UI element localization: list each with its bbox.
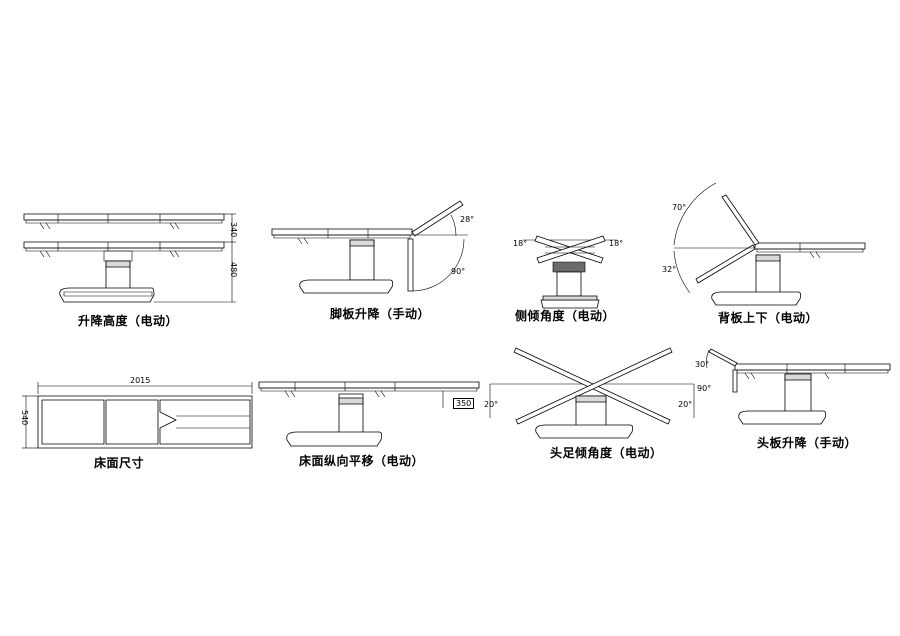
lateral-angle-right: 18° [609,239,624,248]
lift-diagram [20,200,250,340]
lift-dim-480: 480 [229,262,238,278]
size-caption: 床面尺寸 [94,456,145,470]
trend-angle-left: 20° [484,400,499,409]
lateral-tilt-diagram [505,210,635,335]
lateral-caption: 侧倾角度（电动） [515,309,616,323]
leg-plate-diagram [268,195,488,335]
panel-table-size: 2015 540 床面尺寸 [20,372,260,472]
back-angle-70: 70° [672,203,687,212]
panel-head-plate: 30° 90° 头板升降（手动） [695,348,895,468]
size-width: 540 [20,410,29,426]
head-caption: 头板升降（手动） [757,436,858,450]
size-length: 2015 [130,376,151,385]
lift-dim-340: 340 [229,222,238,238]
lateral-angle-left: 18° [513,239,528,248]
trend-diagram [480,340,705,465]
trend-angle-right: 20° [678,400,693,409]
slide-caption: 床面纵向平移（电动） [299,454,425,468]
panel-back-plate: 70° 32° 背板上下（电动） [660,175,870,335]
back-plate-diagram [660,175,870,335]
slide-diagram [255,378,485,478]
lift-caption: 升降高度（电动） [78,314,179,328]
back-angle-32: 32° [662,265,677,274]
panel-longitudinal-slide: 350 床面纵向平移（电动） [255,378,485,478]
panel-lateral-tilt: 18° 18° 侧倾角度（电动） [505,210,635,335]
panel-lift-height: 340 480 升降高度（电动） [20,200,250,340]
head-plate-diagram [695,348,895,468]
leg-angle-90: 90° [451,267,466,276]
leg-caption: 脚板升降（手动） [330,307,431,321]
back-caption: 背板上下（电动） [718,311,819,325]
head-angle-30: 30° [695,360,710,369]
panel-trend-tilt: 20° 20° 头足倾角度（电动） [480,340,705,465]
panel-leg-plate: 28° 90° 脚板升降（手动） [268,195,488,335]
trend-caption: 头足倾角度（电动） [550,446,663,460]
slide-distance: 350 [453,398,475,409]
head-angle-90: 90° [697,384,712,393]
table-size-diagram [20,372,260,472]
leg-angle-28: 28° [460,215,475,224]
